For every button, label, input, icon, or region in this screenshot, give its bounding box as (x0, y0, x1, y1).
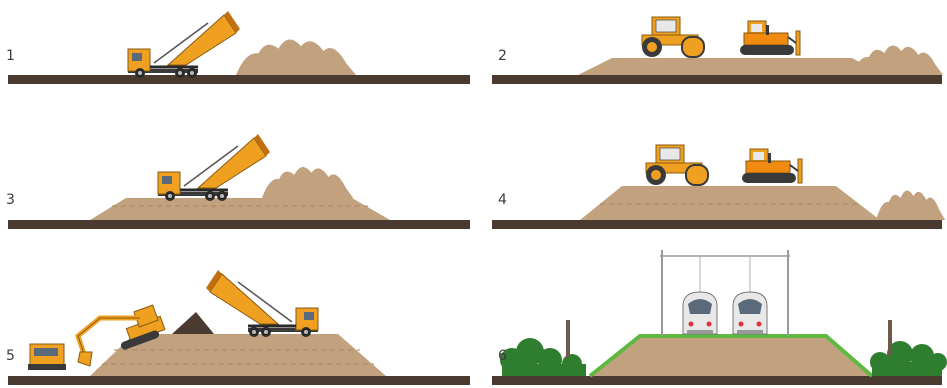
soil-layer (90, 198, 390, 220)
small-dump-truck (28, 344, 66, 370)
road-roller (646, 145, 708, 185)
panel-4 (492, 145, 945, 229)
panel-6 (492, 250, 947, 385)
step-number-2: 2 (498, 48, 507, 64)
ground-line (492, 220, 942, 229)
step-number-5: 5 (6, 348, 15, 364)
ground-line (8, 376, 470, 385)
bush-left (500, 338, 586, 376)
dump-truck (158, 134, 270, 201)
fence-post-right (888, 320, 892, 356)
panel-1 (8, 11, 470, 84)
soil-heap (876, 190, 945, 220)
panel-2 (492, 17, 943, 84)
ground-line (8, 220, 470, 229)
road-roller (642, 17, 704, 57)
bulldozer (740, 21, 800, 55)
soil-heap (262, 167, 353, 198)
soil-layer (578, 58, 884, 75)
panel-5 (8, 270, 470, 385)
bush-right (870, 341, 947, 376)
dump-truck (128, 11, 240, 78)
step-number-6: 6 (498, 348, 507, 364)
step-number-4: 4 (498, 192, 507, 208)
fence-post-left (566, 320, 570, 358)
step-number-3: 3 (6, 192, 15, 208)
soil-layer (580, 186, 880, 220)
train-right (733, 292, 767, 334)
train-left (683, 292, 717, 334)
soil-pile (172, 312, 214, 334)
soil-heap (852, 45, 943, 75)
panel-3 (8, 134, 470, 229)
ground-line (492, 75, 942, 84)
soil-heap (236, 40, 356, 75)
ground-line (8, 75, 470, 84)
dump-truck (206, 270, 318, 337)
step-number-1: 1 (6, 48, 15, 64)
bulldozer (742, 149, 802, 183)
ground-line (492, 376, 942, 385)
